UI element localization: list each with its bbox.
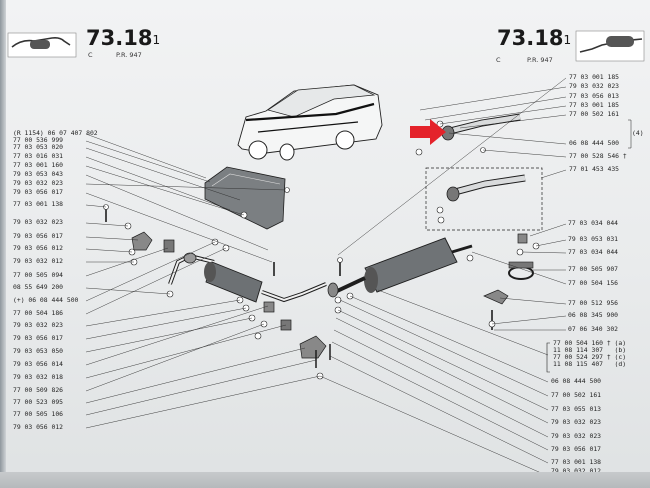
part-number-label: 77 00 504 156 [568, 279, 619, 287]
part-number-label: 79 03 032 023 [13, 321, 64, 329]
part-number-label: 77 01 453 435 [569, 165, 620, 173]
part-number-label: 77 00 505 106 [13, 410, 64, 418]
page-number-left-main: 73 [86, 26, 116, 50]
heat-shield [204, 166, 290, 230]
part-number-label: 77 00 523 095 [13, 398, 64, 406]
part-number-label: 77 03 053 020 [13, 143, 64, 151]
part-number-label: 79 03 056 017 [551, 445, 602, 453]
group-bracket [546, 342, 550, 373]
leader-lines-left [85, 133, 321, 429]
part-number-label: 79 03 032 012 [13, 257, 64, 265]
part-number-label: 77 03 034 044 [568, 219, 619, 227]
front-muffler [168, 252, 327, 303]
part-number-label: 77 00 524 297 † (c) [553, 353, 627, 361]
part-number-label: 79 03 056 012 [13, 244, 64, 252]
part-number-label: 77 03 001 160 [13, 161, 64, 169]
page-number-right-sub: .18 [526, 26, 564, 50]
page-number-right-index: 1 [563, 33, 572, 47]
red-arrow-icon [410, 119, 446, 145]
part-number-label: 77 03 001 138 [551, 458, 602, 466]
thumbnail-left-icon [7, 32, 77, 58]
part-number-label: 08 55 649 200 [13, 283, 64, 291]
part-number-label: 11 08 115 407 (d) [553, 360, 627, 368]
header-left-ref: P.R. 947 [116, 51, 142, 59]
part-number-label: 77 03 001 185 [569, 101, 620, 109]
page-number-left-sub: .18 [115, 26, 153, 50]
right-hardware [466, 233, 540, 330]
part-number-label: 79 03 056 017 [13, 188, 64, 196]
part-number-label: 79 03 032 023 [551, 432, 602, 440]
part-number-label: (R 1154) 06 07 407 802 [13, 129, 98, 137]
part-number-label: 11 08 114 307 (b) [553, 346, 627, 354]
part-number-label: 79 03 056 017 [13, 232, 64, 240]
page-binding [0, 0, 6, 488]
rear-muffler [327, 237, 473, 298]
left-hardware [103, 204, 331, 380]
page-number-left-index: 1 [152, 33, 161, 47]
page-number-right: 73.181 [497, 26, 571, 50]
part-number-label: 77 00 502 161 [569, 110, 620, 118]
thumbnail-right-icon [575, 30, 645, 62]
part-number-label: 77 03 034 044 [568, 248, 619, 256]
part-number-label: 77 00 504 160 † (a) [553, 339, 627, 347]
part-number-label: 79 03 053 043 [13, 170, 64, 178]
part-number-label: 79 03 032 023 [13, 218, 64, 226]
header-right-ref: P.R. 947 [527, 56, 553, 64]
part-number-label: 77 03 001 138 [13, 200, 64, 208]
side-mark: (4) [632, 129, 644, 137]
part-number-label: 79 03 032 023 [13, 179, 64, 187]
part-number-label: 79 03 056 014 [13, 360, 64, 368]
part-number-label: 79 03 032 023 [569, 82, 620, 90]
part-number-label: 06 08 444 500 [569, 139, 620, 147]
part-number-label: 79 03 032 023 [551, 418, 602, 426]
part-number-label: 06 08 444 500 [551, 377, 602, 385]
leader-lines-right [319, 77, 567, 477]
part-number-label: 79 03 053 031 [568, 235, 619, 243]
part-number-label: 77 00 505 907 [568, 265, 619, 273]
part-number-label: 77 00 502 161 [551, 391, 602, 399]
variant-box [425, 167, 543, 231]
header-left-letter: C [88, 51, 93, 59]
part-number-label: 77 00 509 826 [13, 386, 64, 394]
part-number-label: 77 03 001 185 [569, 73, 620, 81]
side-bracket [628, 119, 632, 149]
part-number-label: 77 00 528 546 † [569, 152, 627, 160]
part-number-label: 06 08 345 900 [568, 311, 619, 319]
part-number-label: 77 03 055 013 [551, 405, 602, 413]
part-number-label: 77 03 056 013 [569, 92, 620, 100]
car-illustration [237, 84, 383, 161]
part-number-label: 77 03 016 031 [13, 152, 64, 160]
page-number-right-main: 73 [497, 26, 527, 50]
header-right-letter: C [496, 56, 501, 64]
page-number-left: 73.181 [86, 26, 160, 50]
part-number-label: 77 00 536 999 [13, 136, 64, 144]
part-number-label: 79 03 056 017 [13, 334, 64, 342]
part-number-label: 79 03 053 050 [13, 347, 64, 355]
part-number-label: 79 03 032 012 [551, 467, 602, 475]
part-number-label: 79 03 056 012 [13, 423, 64, 431]
part-number-label: 79 03 032 018 [13, 373, 64, 381]
part-number-label: 77 00 512 956 [568, 299, 619, 307]
part-number-label: 77 00 504 186 [13, 309, 64, 317]
tail-pipe-top [415, 113, 521, 156]
part-number-label: 07 06 340 302 [568, 325, 619, 333]
part-number-label: 77 00 505 094 [13, 271, 64, 279]
page-bottom-edge [0, 472, 650, 488]
part-number-label: (+) 06 08 444 500 [13, 296, 79, 304]
